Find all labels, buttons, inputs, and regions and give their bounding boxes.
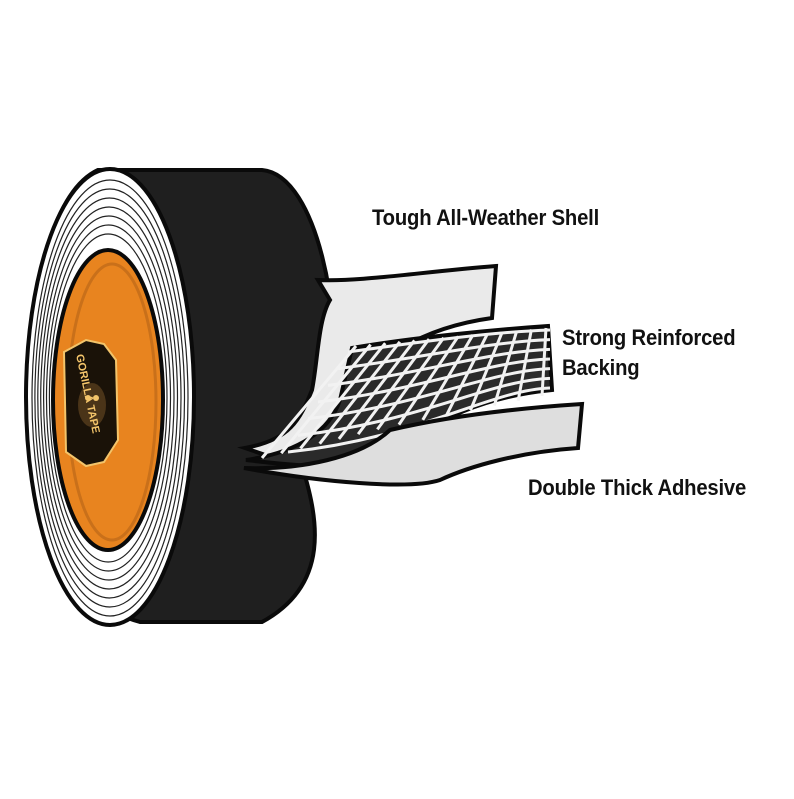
mesh-line xyxy=(260,345,358,459)
callout-strong-reinforced-backing: Strong Reinforced Backing xyxy=(562,323,736,383)
mesh-line xyxy=(337,339,416,440)
layer-adhesive xyxy=(243,401,585,487)
mesh-line xyxy=(347,328,551,354)
tape-ring xyxy=(45,224,172,572)
callout-line: Backing xyxy=(562,355,640,380)
tape-ring xyxy=(34,188,186,608)
callout-tough-all-weather-shell: Tough All-Weather Shell xyxy=(372,203,599,233)
mesh-line xyxy=(299,342,387,450)
callout-double-thick-adhesive: Double Thick Adhesive xyxy=(528,473,746,503)
mesh-line xyxy=(297,376,551,437)
mesh-line xyxy=(376,336,445,431)
callout-line: Strong Reinforced xyxy=(562,325,736,350)
mesh-line xyxy=(318,340,402,445)
tape-ring xyxy=(40,206,179,590)
callout-line: Double Thick Adhesive xyxy=(528,475,747,500)
mesh-line xyxy=(287,386,551,454)
mesh-line xyxy=(516,329,533,402)
mesh-line xyxy=(356,338,431,436)
mesh-line xyxy=(280,343,372,455)
tape-roll-rings xyxy=(31,179,189,617)
mesh-line xyxy=(445,332,489,416)
mesh-line xyxy=(397,335,460,426)
gorilla-tape-logo: GORILLA TAPE xyxy=(62,338,120,468)
tape-ring xyxy=(43,215,175,581)
tape-ring xyxy=(31,179,189,617)
tape-ring xyxy=(48,233,168,563)
mesh-line xyxy=(307,367,551,421)
mesh-line xyxy=(421,334,475,421)
mesh-line xyxy=(540,327,548,397)
mesh-line xyxy=(469,331,504,411)
backing-mesh-grid xyxy=(260,327,551,459)
tape-ring xyxy=(37,197,182,599)
callout-line: Tough All-Weather Shell xyxy=(372,205,600,230)
mesh-line xyxy=(492,330,519,406)
